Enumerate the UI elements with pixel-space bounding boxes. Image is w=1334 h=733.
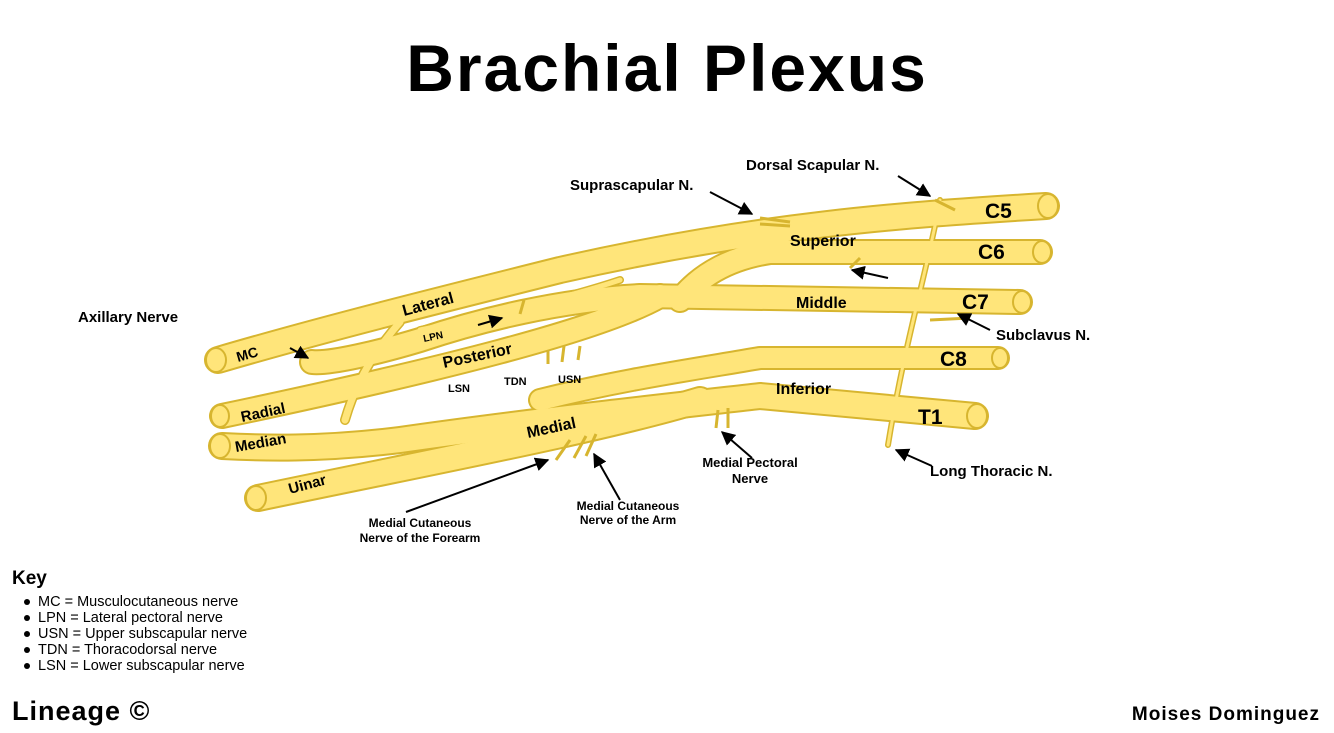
branch-label-usn: USN [558, 374, 581, 386]
callout-mcn-arm: Medial Cutaneous [577, 499, 680, 513]
author-credit: Moises Dominguez [1131, 704, 1320, 725]
brand-label: Lineage © [12, 696, 151, 726]
root-label-c7: C7 [962, 291, 989, 314]
callout-subclavus: Subclavus N. [996, 327, 1090, 344]
callout-axillary: Axillary Nerve [78, 309, 178, 326]
branch-label-lpn: LPN [422, 330, 444, 345]
branch-label-tdn: TDN [504, 376, 527, 388]
callout-mcn-forearm: Medial Cutaneous [369, 516, 472, 530]
root-label-t1: T1 [918, 406, 943, 429]
key-legend: Key MC = Musculocutaneous nerve LPN = La… [12, 568, 247, 674]
trunk-label-inferior: Inferior [776, 381, 831, 398]
key-item: USN = Upper subscapular nerve [24, 626, 247, 642]
trunk-label-middle: Middle [796, 295, 847, 312]
page-title: Brachial Plexus [406, 31, 928, 105]
branch-label-lsn: LSN [448, 383, 470, 395]
key-item: LSN = Lower subscapular nerve [24, 658, 247, 674]
trunk-label-superior: Superior [790, 233, 856, 250]
root-ends [205, 193, 1059, 511]
root-label-c8: C8 [940, 348, 967, 371]
callout-medial-pectoral: Medial Pectoral [702, 455, 797, 470]
pointer-arrows [289, 175, 991, 513]
key-item: MC = Musculocutaneous nerve [24, 594, 247, 610]
key-title: Key [12, 568, 47, 589]
root-label-c5: C5 [985, 200, 1012, 223]
callout-long-thoracic: Long Thoracic N. [930, 463, 1053, 480]
callout-mcn-forearm-2: Nerve of the Forearm [360, 531, 481, 545]
key-item: LPN = Lateral pectoral nerve [24, 610, 247, 626]
callout-dorsal-scapular: Dorsal Scapular N. [746, 157, 879, 174]
root-labels: C5 C6 C7 C8 T1 [918, 200, 1012, 429]
branch-label-mc: MC [234, 343, 259, 364]
key-list: MC = Musculocutaneous nerve LPN = Latera… [12, 594, 247, 674]
callout-suprascapular: Suprascapular N. [570, 177, 693, 194]
root-label-c6: C6 [978, 241, 1005, 264]
key-item: TDN = Thoracodorsal nerve [24, 642, 247, 658]
nerve-fills [206, 194, 1058, 510]
callout-mcn-arm-2: Nerve of the Arm [580, 513, 676, 527]
callout-medial-pectoral-2: Nerve [732, 471, 768, 486]
